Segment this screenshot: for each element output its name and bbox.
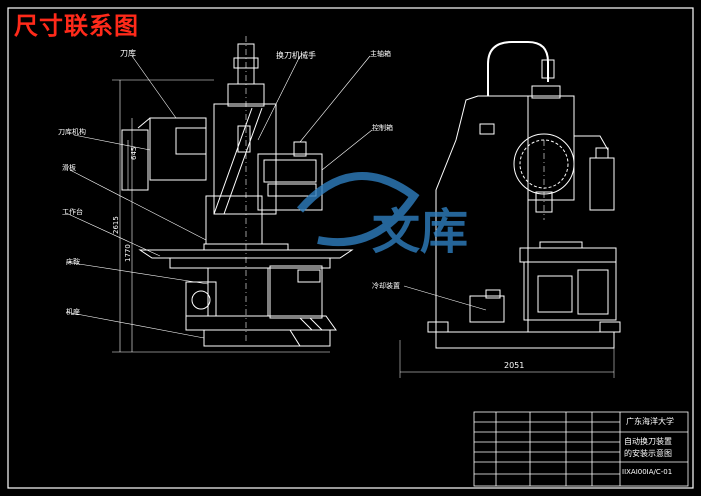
annotation-labels: 刀库 换刀机械手 主轴箱 控制箱 刀库机构 滑板 工作台 床鞍 机座 冷却装置 [58, 48, 400, 316]
page-title: 尺寸联系图 [14, 12, 139, 40]
tb-design-name-1: 自动换刀装置 [624, 436, 672, 446]
watermark-text: 文库 [372, 204, 468, 260]
label-cooling: 冷却装置 [372, 281, 400, 290]
label-tool-magazine: 刀库 [120, 48, 136, 58]
dim-h3: 645 [130, 147, 138, 160]
tb-school: 广东海洋大学 [626, 416, 674, 426]
dim-h2: 1770 [124, 244, 132, 262]
front-view [65, 36, 373, 353]
label-worktable: 工作台 [62, 207, 83, 216]
tb-drawing-no: IIXAI00IA/C-01 [622, 468, 672, 476]
label-control-box: 控制箱 [372, 123, 393, 132]
title-block-text: 广东海洋大学 自动换刀装置 的安装示意图 IIXAI00IA/C-01 [622, 416, 674, 476]
dimension-labels: 2051 2615 1770 645 [112, 147, 524, 370]
title-block [473, 411, 689, 487]
label-spindle-box: 主轴箱 [370, 49, 391, 58]
label-tool-magazine-mech: 刀库机构 [58, 127, 86, 136]
label-guide: 滑板 [62, 163, 76, 172]
side-view [399, 41, 621, 378]
dim-h1: 2615 [112, 216, 120, 234]
label-tool-changer: 换刀机械手 [276, 50, 316, 60]
dim-width: 2051 [504, 361, 524, 370]
label-slide: 床鞍 [66, 257, 80, 266]
watermark: 文库 [296, 172, 468, 260]
label-bed: 机座 [66, 307, 80, 316]
drawing-border [7, 7, 694, 489]
tb-design-name-2: 的安装示意图 [624, 448, 672, 458]
